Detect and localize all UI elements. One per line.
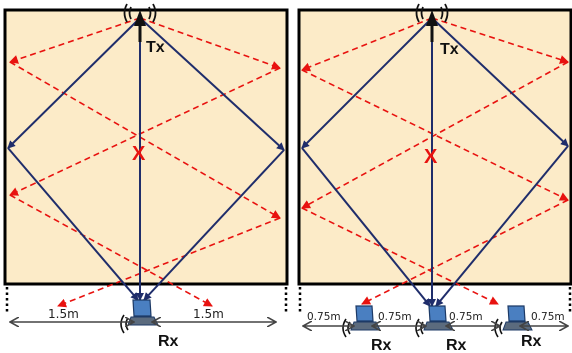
left-rx-laptop-icon	[120, 299, 159, 334]
right-center-mark: X	[424, 146, 438, 168]
right-rx-laptop-icon-2	[415, 305, 454, 338]
left-tx-antenna-icon	[123, 3, 157, 42]
right-reflected-paths	[301, 17, 569, 305]
left-panel: Tx X Rx 1.5m 1.5m	[3, 3, 289, 350]
right-spacing-label-3: 0.75m	[449, 311, 483, 323]
left-room	[3, 8, 289, 286]
right-tx-label: Tx	[440, 41, 459, 58]
right-rx-label-3: Rx	[521, 333, 542, 350]
left-direct-paths	[7, 17, 285, 301]
right-rx-label-1: Rx	[371, 337, 392, 353]
right-panel: Tx X Rx Rx Rx 0.75m 0.75m 0.75	[297, 3, 572, 353]
right-spacing-label-1: 0.75m	[307, 311, 341, 323]
right-rx-label-2: Rx	[446, 337, 467, 353]
left-tx-label: Tx	[146, 39, 165, 56]
right-direct-paths	[301, 17, 569, 307]
right-spacing-label-2: 0.75m	[378, 311, 412, 323]
right-rx-laptop-icon-1	[342, 305, 381, 338]
left-spacing-label-2: 1.5m	[193, 307, 224, 321]
left-spacing-label-1: 1.5m	[48, 307, 79, 321]
left-center-mark: X	[132, 143, 146, 165]
left-reflected-paths	[9, 17, 281, 308]
right-room	[297, 8, 572, 286]
left-rx-label: Rx	[158, 333, 179, 350]
right-spacing-label-4: 0.75m	[531, 311, 565, 323]
right-tx-antenna-icon	[415, 3, 449, 42]
